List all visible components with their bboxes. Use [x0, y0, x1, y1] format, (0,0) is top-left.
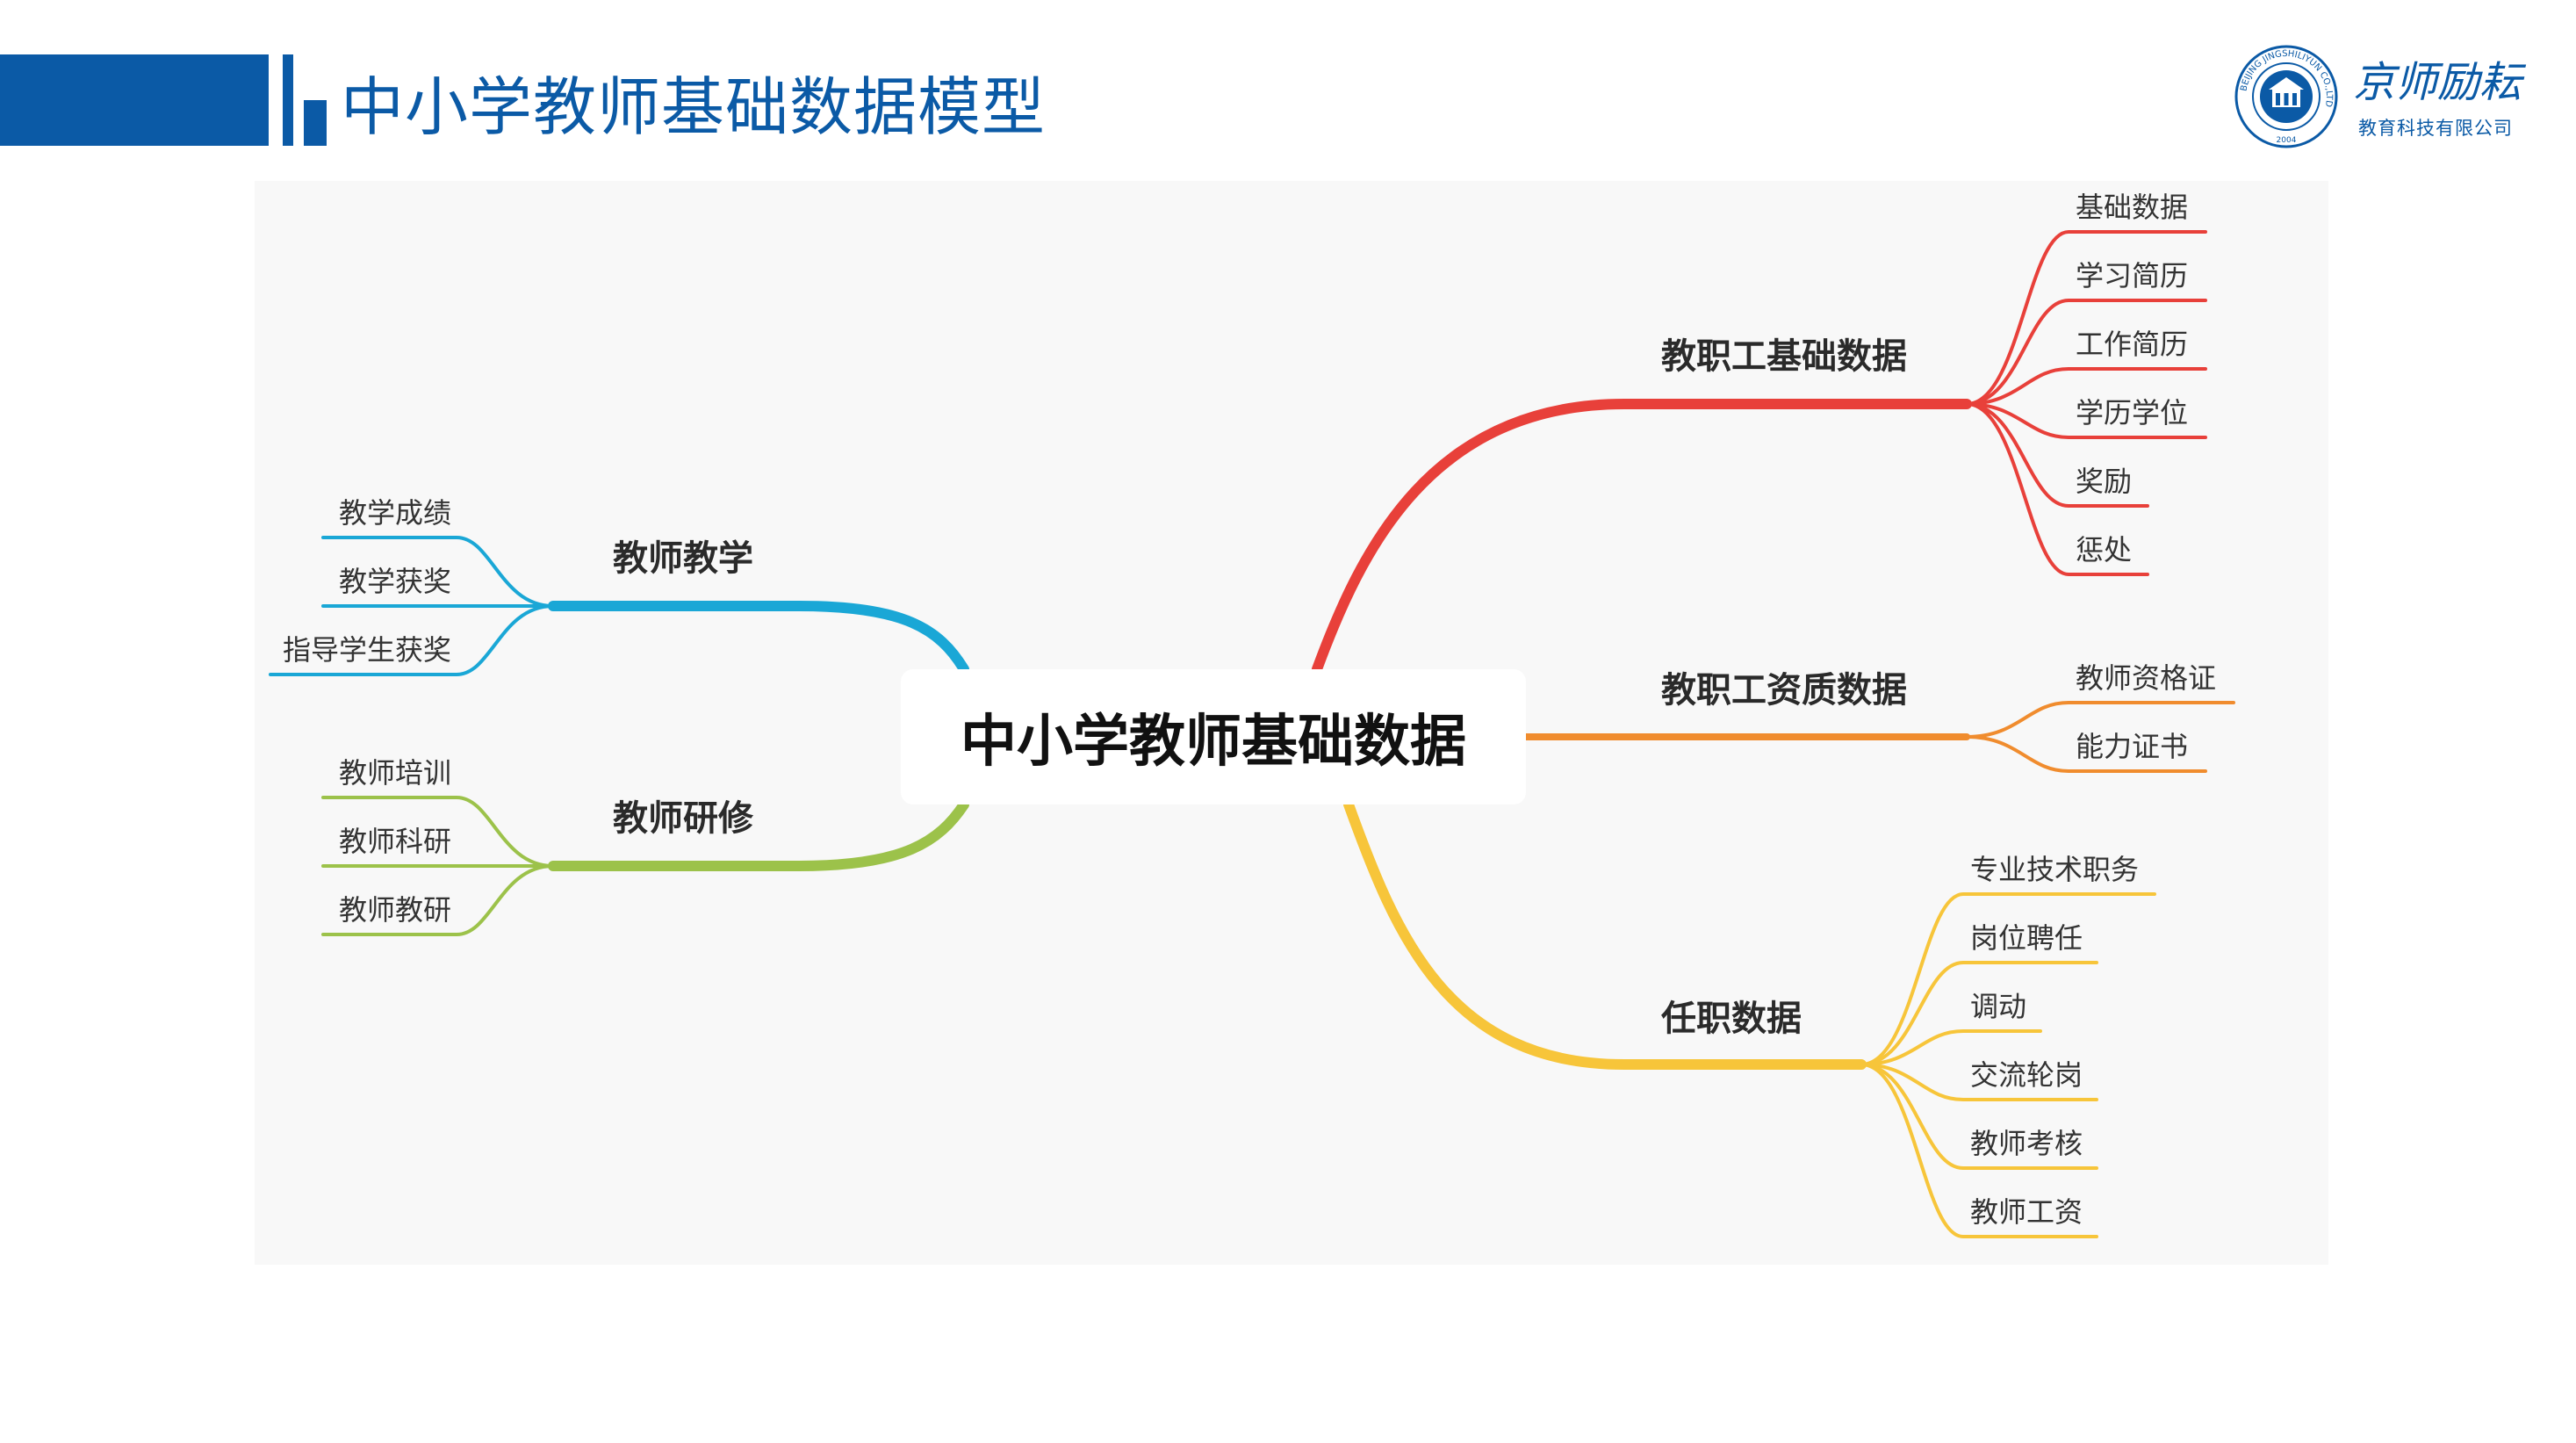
logo-company-name: 教育科技有限公司	[2358, 118, 2513, 139]
leaf-transfer: 调动	[1970, 990, 2027, 1023]
leaf-teacher-training: 教师培训	[339, 756, 452, 790]
leaf-degree: 学历学位	[2076, 396, 2189, 429]
leaf-basic-data: 基础数据	[2076, 191, 2189, 224]
leaf-work-resume: 工作简历	[2076, 328, 2189, 361]
leaf-rotation: 交流轮岗	[1970, 1058, 2083, 1092]
logo-script-text: 京师励耘	[2353, 58, 2522, 107]
branch-teaching: 教师教学	[613, 538, 753, 579]
leaf-penalty: 惩处	[2076, 533, 2133, 566]
leaf-teaching-results: 教学成绩	[339, 496, 452, 530]
leaf-ability-certificate: 能力证书	[2076, 730, 2189, 763]
leaf-teacher-certificate: 教师资格证	[2076, 661, 2217, 695]
seal-year: 2004	[2277, 136, 2297, 145]
leaf-teaching-awards: 教学获奖	[339, 565, 452, 598]
mindmap-center-node: 中小学教师基础数据	[901, 669, 1526, 804]
leaf-professional-title: 专业技术职务	[1970, 853, 2140, 886]
header-stripe	[304, 100, 327, 146]
company-seal-icon: BEIJING JINGSHILIYUN CO.,LTD 2004	[2234, 45, 2338, 148]
branch-connector-basic-data	[1312, 230, 2207, 675]
mindmap-canvas: 中小学教师基础数据 教职工基础数据 基础数据 学习简历 工作简历 学历学位 奖励…	[255, 181, 2328, 1265]
header-stripe	[283, 54, 293, 146]
mindmap-connectors	[269, 230, 2235, 1238]
branch-connector-qualification	[1522, 701, 2235, 773]
branch-connector-training	[321, 796, 969, 936]
page-title: 中小学教师基础数据模型	[341, 70, 1047, 144]
leaf-study-resume: 学习简历	[2076, 259, 2189, 292]
branch-connector-appointment	[1343, 799, 2156, 1238]
company-logo: BEIJING JINGSHILIYUN CO.,LTD 2004 京师励耘 教…	[2221, 35, 2546, 158]
branch-qualification: 教职工资质数据	[1661, 670, 1907, 711]
branch-training: 教师研修	[613, 798, 753, 839]
branch-connector-teaching	[269, 536, 969, 676]
leaf-salary: 教师工资	[1970, 1195, 2083, 1229]
leaf-student-awards: 指导学生获奖	[283, 633, 452, 667]
leaf-teacher-research: 教师科研	[339, 825, 452, 858]
leaf-awards: 奖励	[2076, 465, 2133, 498]
header-color-bar	[0, 54, 269, 146]
leaf-post-appointment: 岗位聘任	[1970, 921, 2083, 955]
leaf-teaching-research: 教师教研	[339, 893, 452, 927]
leaf-assessment: 教师考核	[1970, 1127, 2083, 1160]
branch-appointment: 任职数据	[1661, 999, 1802, 1039]
branch-basic-data: 教职工基础数据	[1661, 336, 1907, 377]
